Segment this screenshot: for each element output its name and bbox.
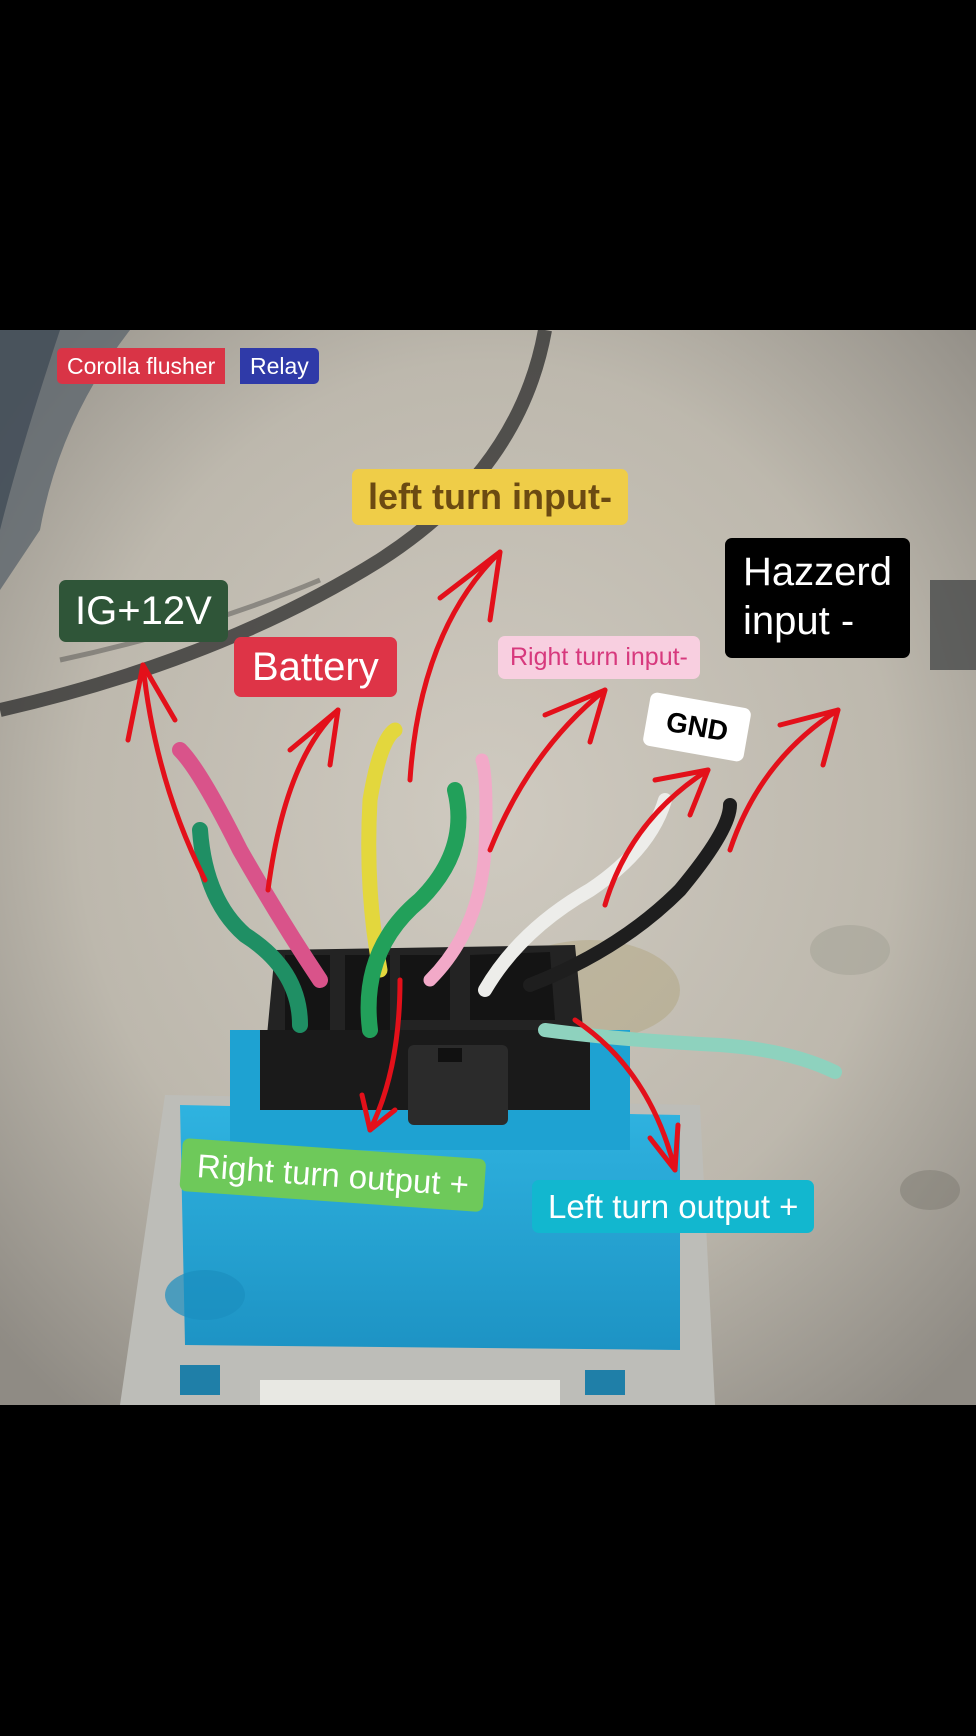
- relay-badge: Relay: [240, 348, 319, 384]
- wire-pink-light: [423, 753, 493, 987]
- floor-cable: [0, 330, 552, 717]
- wires: [172, 722, 842, 1079]
- battery-label: Battery: [234, 637, 397, 697]
- corolla-flusher-badge: Corolla flusher: [57, 348, 226, 384]
- wire-teal: [538, 1023, 842, 1079]
- wire-green-mid: [360, 782, 467, 1038]
- left-turn-output-label: Left turn output +: [532, 1180, 815, 1233]
- red-arrows: [125, 549, 841, 1173]
- wire-yellow: [361, 722, 403, 978]
- wire-green-left: [192, 822, 308, 1033]
- right-turn-input-label: Right turn input-: [498, 636, 700, 679]
- ig-12v-label: IG+12V: [59, 580, 228, 642]
- left-turn-input-label: left turn input-: [352, 469, 628, 525]
- wire-white: [478, 793, 672, 997]
- wire-pink: [172, 742, 328, 988]
- wire-black: [523, 798, 737, 992]
- hazzerd-input-label: Hazzerd input -: [725, 538, 910, 658]
- connector-block: [260, 945, 590, 1125]
